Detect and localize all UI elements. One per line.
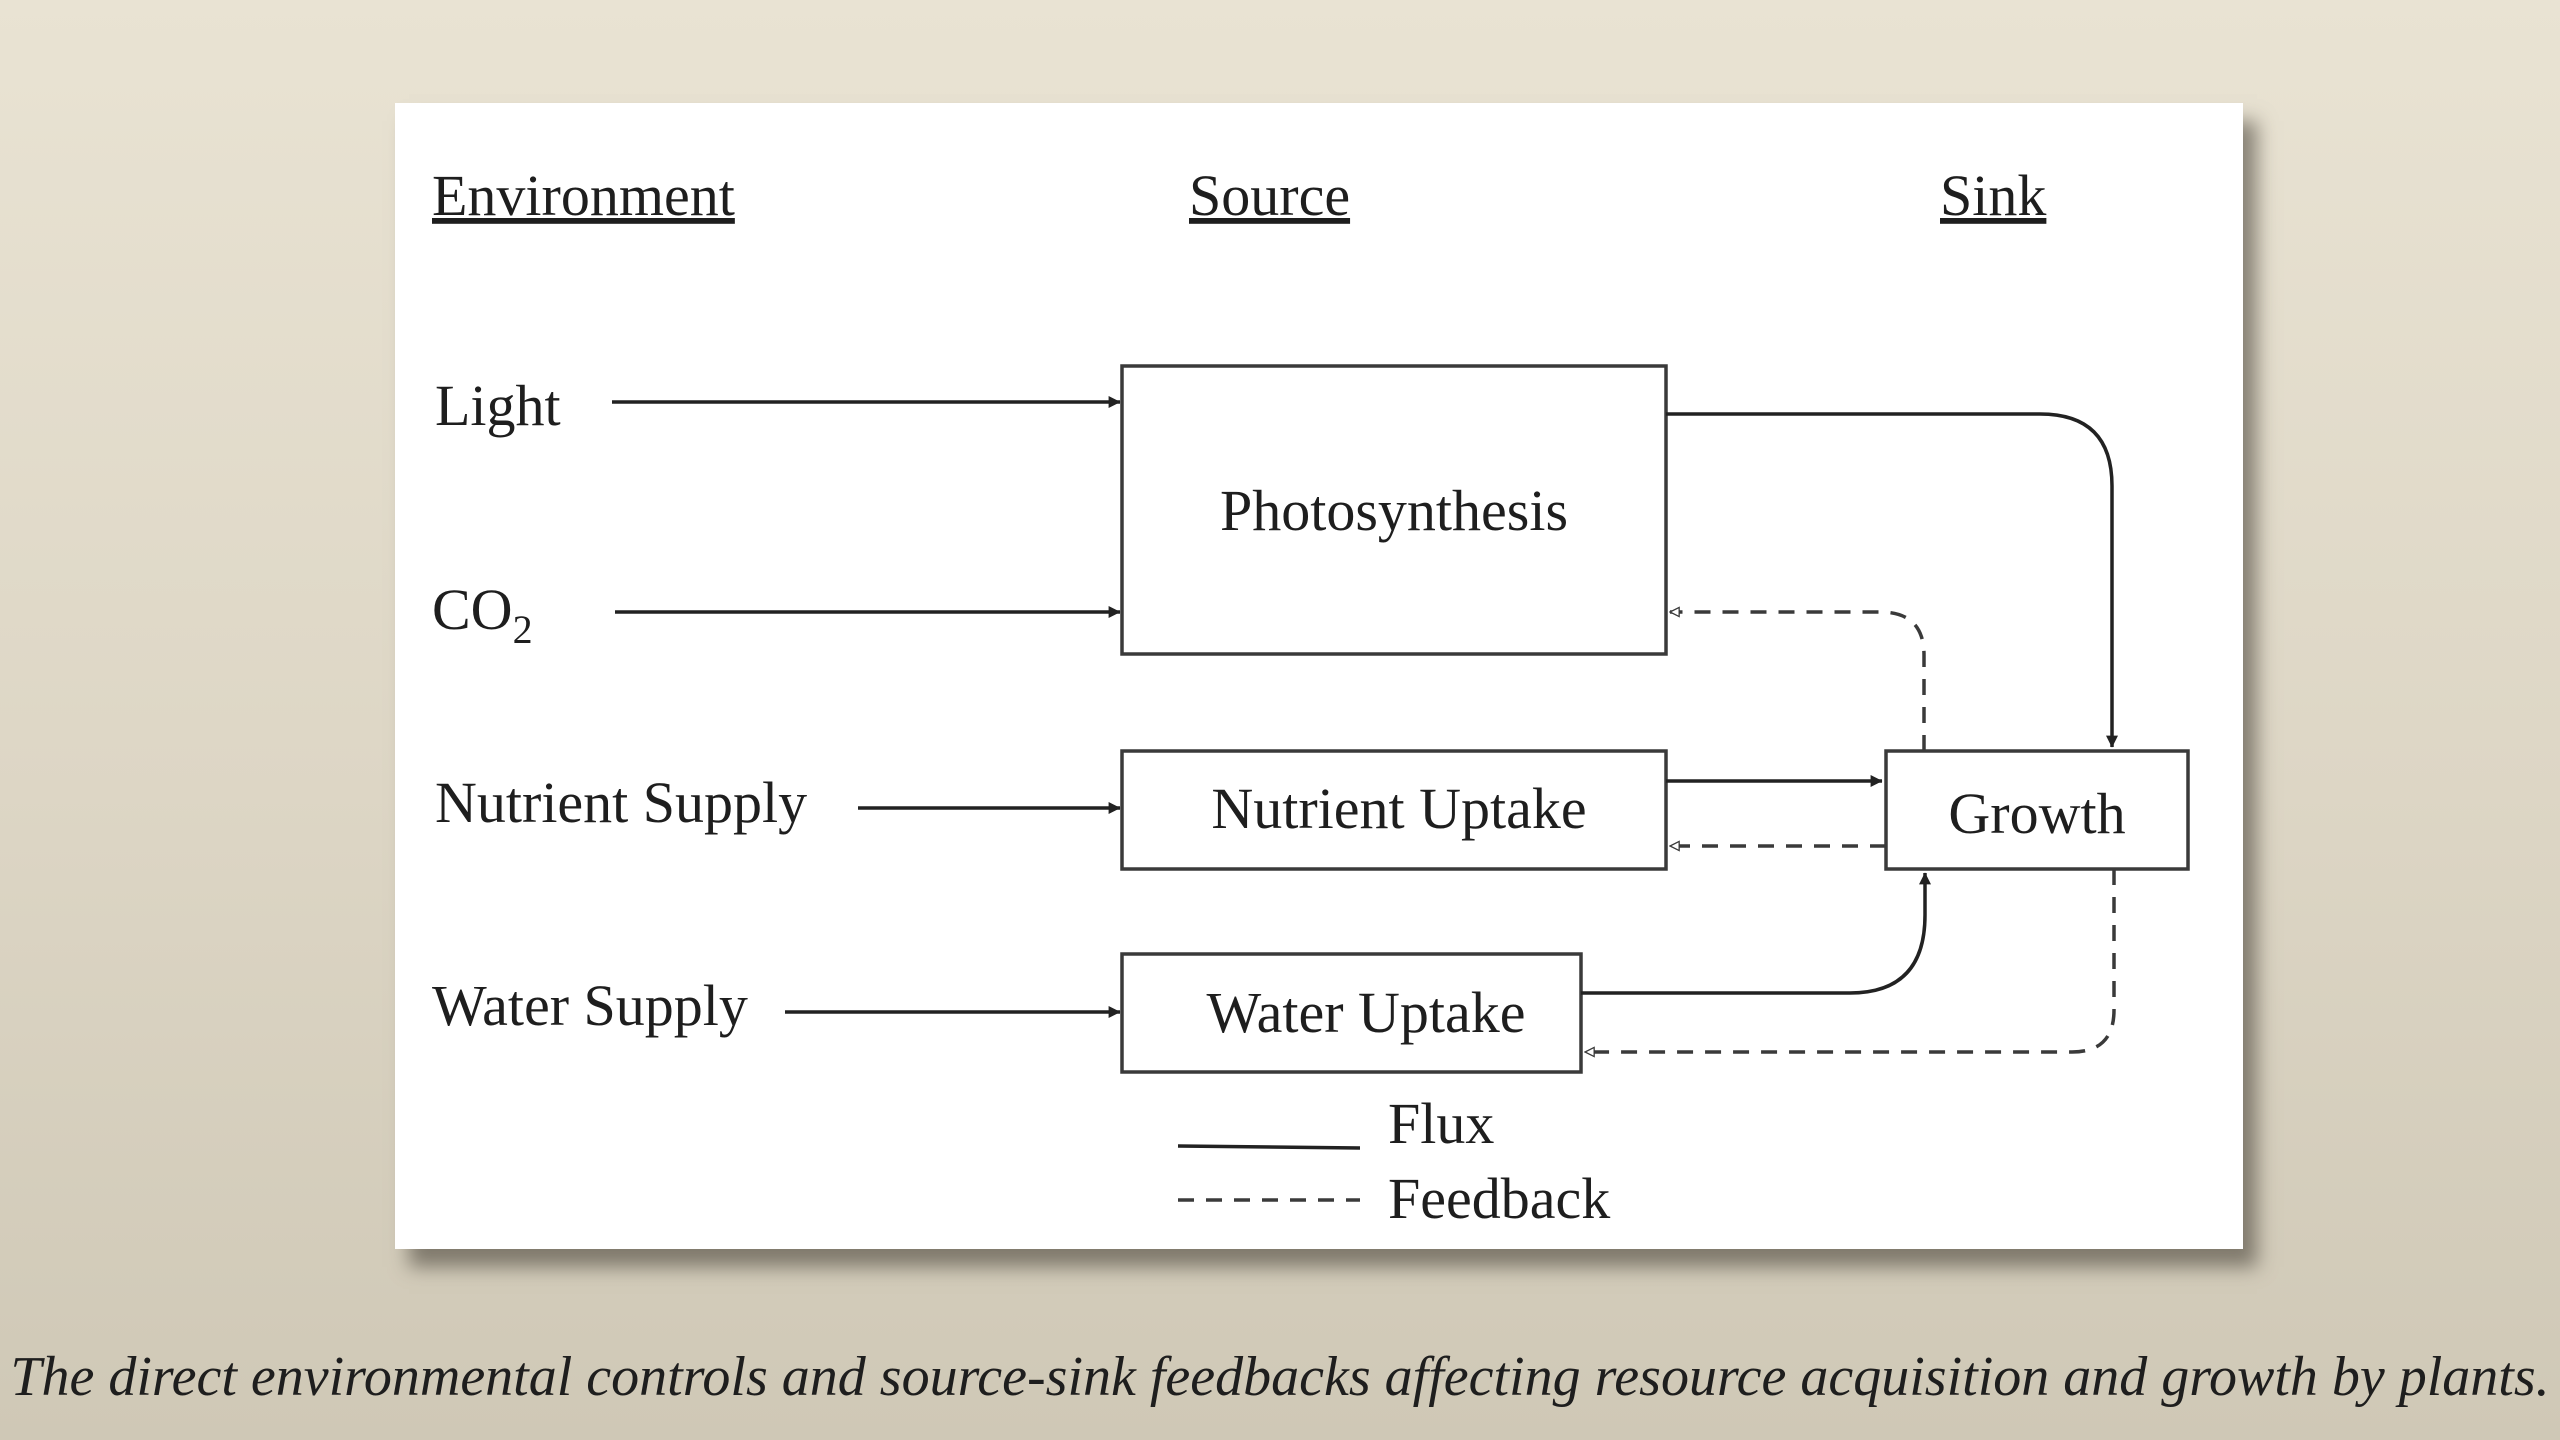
legend-flux-line xyxy=(1177,1144,1361,1150)
header-environment: Environment xyxy=(432,163,735,228)
flux-water-to-growth xyxy=(1581,872,1931,995)
figure-caption: The direct environmental controls and so… xyxy=(10,1346,2550,1408)
legend-feedback-label: Feedback xyxy=(1388,1166,1610,1231)
growth-box xyxy=(1884,749,2190,871)
header-sink: Sink xyxy=(1940,163,2046,228)
feedback-growth-to-photosynthesis xyxy=(1670,612,1926,751)
input-light: Light xyxy=(435,373,561,438)
photosynthesis-box xyxy=(1120,364,1668,656)
header-source: Source xyxy=(1189,163,1350,228)
water-uptake-label: Water Uptake xyxy=(1207,980,1526,1045)
input-water-supply: Water Supply xyxy=(432,973,748,1038)
flux-photosynthesis-to-growth xyxy=(1666,412,2118,748)
nutrient-uptake-label: Nutrient Uptake xyxy=(1211,776,1586,841)
legend-flux-label: Flux xyxy=(1388,1091,1494,1156)
photosynthesis-label: Photosynthesis xyxy=(1220,478,1568,543)
water-uptake-box xyxy=(1120,952,1583,1074)
input-nutrient-supply: Nutrient Supply xyxy=(435,770,807,835)
growth-label: Growth xyxy=(1948,781,2125,846)
nutrient-uptake-box xyxy=(1120,749,1668,871)
feedback-growth-to-water xyxy=(1585,869,2116,1052)
input-co2: CO2 xyxy=(432,577,533,652)
